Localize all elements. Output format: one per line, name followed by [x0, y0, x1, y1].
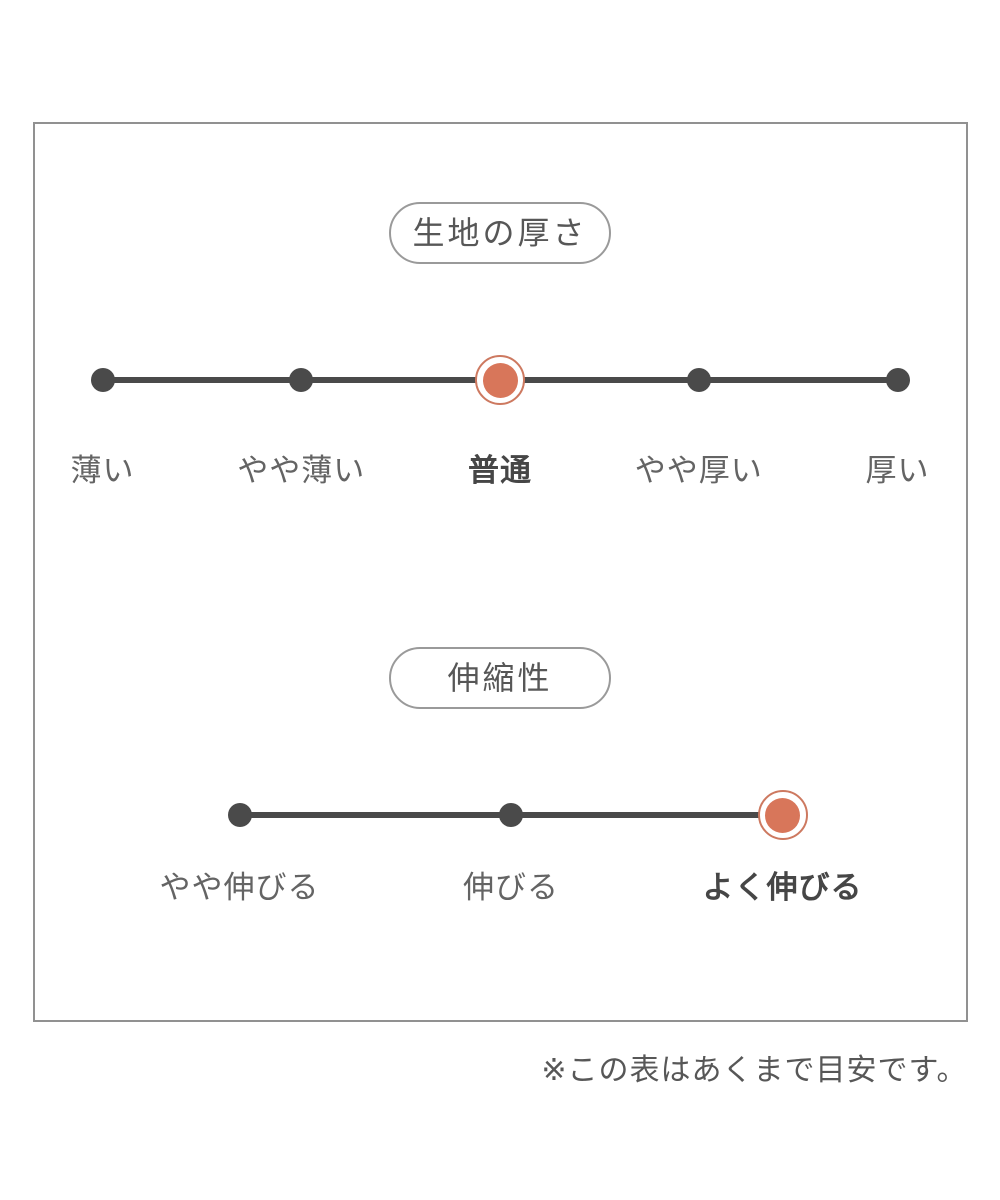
- stretch-title-wrap: 伸縮性: [35, 490, 966, 709]
- scale-label: 厚い: [865, 453, 930, 488]
- fabric-thickness-scale-track: [90, 355, 910, 405]
- fabric-thickness-section: 生地の厚さ 薄い やや薄い 普通 やや厚い 厚い: [35, 124, 966, 490]
- stretch-section: 伸縮性 やや伸びる 伸びる よく伸びる: [35, 490, 966, 907]
- disclaimer-note: ※この表はあくまで目安です。: [541, 1054, 968, 1087]
- fabric-thickness-scale-labels: 薄い やや薄い 普通 やや厚い 厚い: [71, 445, 929, 490]
- selected-dot-core: [765, 797, 800, 833]
- scale-dot: [227, 803, 252, 827]
- scale-dot: [885, 368, 910, 392]
- scale-dot: [90, 368, 115, 392]
- stretch-scale-labels: やや伸びる 伸びる よく伸びる: [160, 862, 862, 907]
- scale-dot: [289, 368, 314, 392]
- scale-label: やや伸びる: [159, 870, 320, 905]
- scale-label: 普通: [468, 453, 532, 488]
- stretch-scale-track: [227, 790, 808, 840]
- selected-scale-dot: [757, 790, 808, 840]
- scale-label: やや厚い: [634, 453, 763, 488]
- scale-label: 伸びる: [463, 870, 559, 905]
- selected-dot-core: [482, 362, 518, 398]
- scale-dot: [686, 368, 711, 392]
- scale-label: やや薄い: [237, 453, 366, 488]
- scale-label: 薄い: [70, 453, 135, 488]
- fabric-thickness-title-wrap: 生地の厚さ: [35, 124, 966, 264]
- stretch-title-pill: 伸縮性: [389, 647, 611, 709]
- spec-panel: 生地の厚さ 薄い やや薄い 普通 やや厚い 厚い 伸縮性 やや伸びる 伸びる よく伸びる: [32, 122, 968, 1022]
- selected-scale-dot: [475, 355, 525, 405]
- fabric-thickness-title-pill: 生地の厚さ: [389, 202, 611, 264]
- scale-label: よく伸びる: [702, 870, 863, 905]
- scale-dot: [499, 803, 523, 827]
